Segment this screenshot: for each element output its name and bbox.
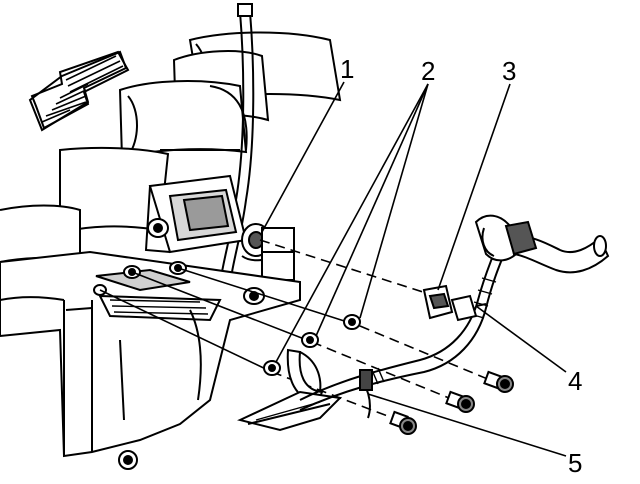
callout-3: 3 (502, 56, 516, 86)
vertical-cable (221, 3, 255, 273)
spacer-washers (263, 314, 361, 376)
mounting-bolts (389, 370, 514, 435)
bolt-middle (445, 390, 475, 413)
bolt-lower (389, 410, 417, 435)
front-arrow-icon (28, 50, 130, 132)
upper-hose (474, 214, 610, 274)
mounting-grommet (241, 223, 295, 281)
harness-clip (237, 348, 343, 432)
callout-5: 5 (568, 448, 582, 478)
heater-case (0, 250, 301, 470)
bracket-housing (144, 174, 248, 254)
callout-1: 1 (340, 54, 354, 84)
alignment-lines (99, 239, 491, 421)
callout-leaders (261, 81, 567, 457)
callout-4: 4 (568, 366, 582, 396)
bolt-upper (483, 370, 514, 393)
callout-2: 2 (421, 56, 435, 86)
air-duct-assembly (0, 31, 342, 263)
wiring-harness (299, 239, 509, 419)
